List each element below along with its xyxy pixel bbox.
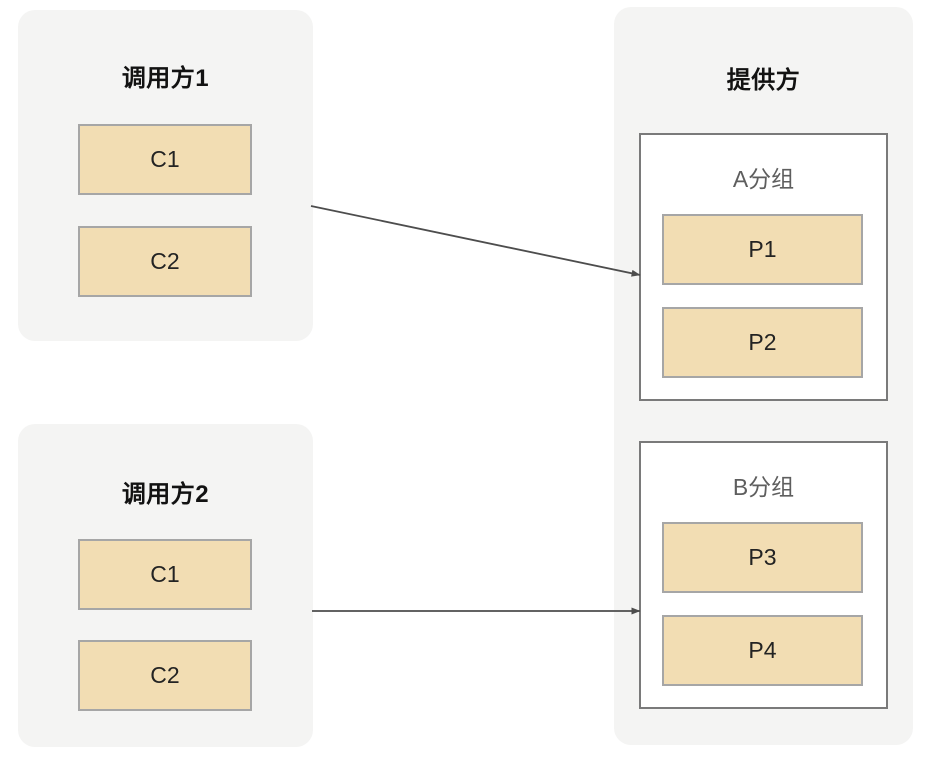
provider-group-a: A分组 P1 P2 bbox=[639, 133, 888, 401]
provider-group-a-title: A分组 bbox=[732, 166, 795, 192]
consumer-2-node-c1: C1 bbox=[78, 539, 252, 610]
provider-node-p4: P4 bbox=[662, 615, 863, 686]
provider-panel: 提供方 A分组 P1 P2 B分组 P3 P4 bbox=[614, 7, 913, 745]
consumer-2-node-c2: C2 bbox=[78, 640, 252, 711]
provider-node-p1: P1 bbox=[662, 214, 863, 285]
consumer-1-node-c2: C2 bbox=[78, 226, 252, 297]
consumer-1-node-c1: C1 bbox=[78, 124, 252, 195]
provider-group-b: B分组 P3 P4 bbox=[639, 441, 888, 709]
provider-panel-title: 提供方 bbox=[726, 67, 801, 94]
connector-consumer1-to-group-a bbox=[310, 205, 641, 277]
consumer-panel-1-title: 调用方1 bbox=[121, 65, 210, 92]
provider-node-p3: P3 bbox=[662, 522, 863, 593]
consumer-panel-2: 调用方2 C1 C2 bbox=[18, 424, 313, 747]
consumer-panel-2-title: 调用方2 bbox=[121, 481, 210, 508]
provider-node-p2: P2 bbox=[662, 307, 863, 378]
provider-group-b-title: B分组 bbox=[732, 474, 795, 500]
consumer-panel-1: 调用方1 C1 C2 bbox=[18, 10, 313, 341]
